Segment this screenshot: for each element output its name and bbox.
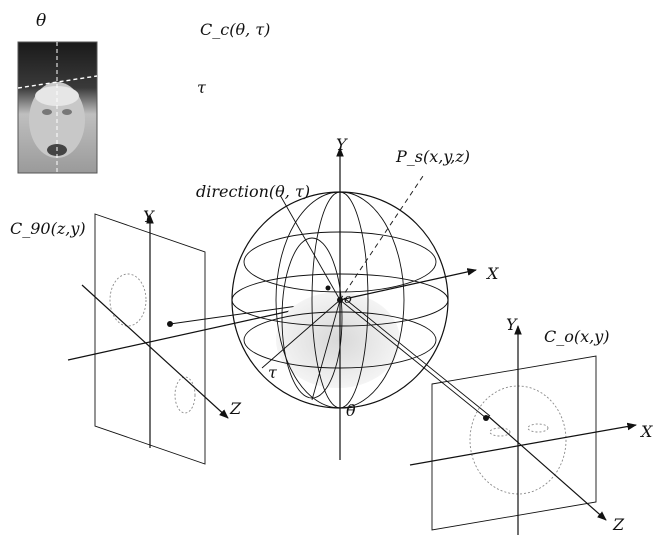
tau-angle-label: τ bbox=[268, 363, 278, 382]
right-projection-point bbox=[483, 415, 489, 421]
right-plane-z-label: Z bbox=[612, 515, 625, 534]
point-direction-line bbox=[339, 172, 426, 301]
theta-top-label: θ bbox=[36, 11, 46, 31]
theta-angle-label: θ bbox=[346, 401, 356, 420]
point-ps-label: P_s(x,y,z) bbox=[395, 147, 470, 166]
face-thumbnail-image bbox=[17, 41, 98, 174]
camera-label: C_c(θ, τ) bbox=[200, 20, 270, 39]
left-plane-z-label: Z bbox=[229, 399, 242, 418]
unit-sphere bbox=[231, 147, 477, 460]
left-projection-plane bbox=[81, 213, 229, 465]
sphere-x-axis bbox=[339, 268, 477, 301]
left-plane-z-axis bbox=[81, 284, 229, 419]
left-plane-label: C_90(z,y) bbox=[10, 219, 86, 238]
sphere-y-label: Y bbox=[336, 135, 348, 154]
right-plane-y-label: Y bbox=[506, 315, 518, 334]
sphere-x-label: X bbox=[485, 264, 499, 283]
tau-top-label: τ bbox=[197, 78, 207, 97]
right-plane-x-label: X bbox=[639, 422, 653, 441]
right-plane-z-axis bbox=[487, 415, 607, 521]
origin-label: o bbox=[344, 292, 352, 307]
direction-label: direction(θ, τ) bbox=[196, 182, 310, 201]
direction-line bbox=[279, 194, 341, 301]
right-plane-label: C_o(x,y) bbox=[544, 327, 610, 346]
right-projection-plane bbox=[409, 325, 637, 535]
left-plane-y-label: Y bbox=[143, 207, 155, 226]
right-plane-x-axis bbox=[409, 422, 637, 466]
